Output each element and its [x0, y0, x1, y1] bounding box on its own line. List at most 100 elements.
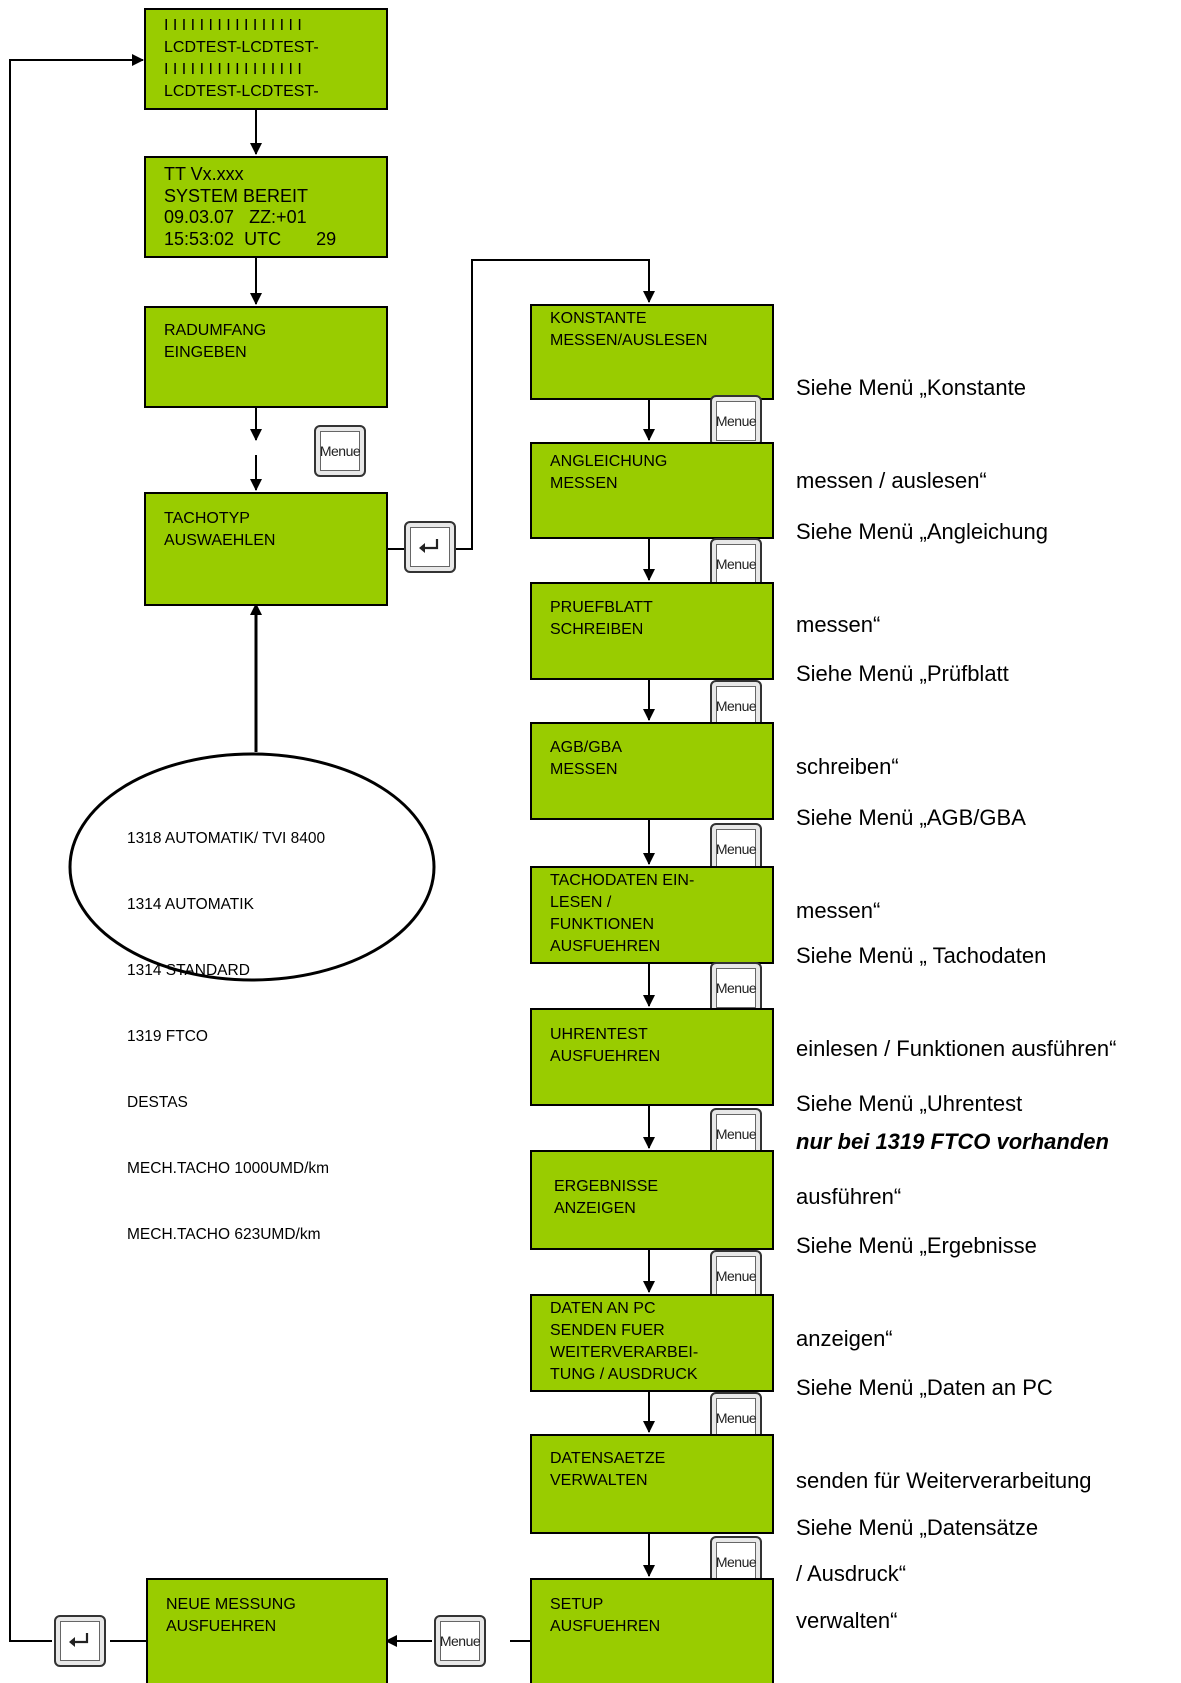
menu-5-line-4: AUSFUEHREN — [550, 938, 661, 955]
menu-5-line-1: TACHODATEN EIN- — [550, 872, 695, 889]
note-1-line-1: Siehe Menü „Konstante — [796, 375, 1026, 400]
note-9-line-1: Siehe Menü „Datensätze — [796, 1515, 1039, 1540]
menu-key-icon[interactable]: Menue — [314, 425, 366, 477]
menu-key-icon[interactable]: Menue — [710, 395, 762, 447]
note-agb-gba: Siehe Menü „AGB/GBA messen“ — [796, 740, 1026, 988]
menu-3-line-2: SCHREIBEN — [550, 621, 644, 638]
menu-8-line-2: SENDEN FUER — [550, 1322, 665, 1339]
screen-konstante: KONSTANTE MESSEN/AUSLESEN — [530, 304, 774, 400]
screen-agb-gba: AGB/GBA MESSEN — [530, 722, 774, 820]
screen-tachodaten: TACHODATEN EIN- LESEN / FUNKTIONEN AUSFU… — [530, 866, 774, 964]
menu-10-line-2: AUSFUEHREN — [550, 1618, 661, 1635]
menu-5-line-3: FUNKTIONEN — [550, 916, 654, 933]
menu-4-line-1: AGB/GBA — [550, 739, 623, 756]
tacho-type-ellipse — [68, 752, 436, 982]
tachotyp-line-1: TACHOTYP — [164, 510, 250, 527]
tacho-type-5[interactable]: DESTAS — [127, 1094, 188, 1111]
radumfang-line-1: RADUMFANG — [164, 322, 267, 339]
lcdtest-line-3: I I I I I I I I I I I I I I I I — [164, 61, 302, 78]
note-datensaetze: Siehe Menü „Datensätze verwalten“ — [796, 1450, 1038, 1683]
system-line-3: 09.03.07 ZZ:+01 — [164, 207, 307, 227]
note-8-line-1: Siehe Menü „Daten an PC — [796, 1375, 1053, 1400]
note-daten-an-pc: Siehe Menü „Daten an PC senden für Weite… — [796, 1310, 1092, 1651]
connector-return-loop — [9, 54, 144, 1642]
tacho-type-7[interactable]: MECH.TACHO 623UMD/km — [127, 1226, 321, 1243]
screen-ergebnisse: ERGEBNISSE ANZEIGEN — [530, 1150, 774, 1250]
tacho-type-3[interactable]: 1314 STANDARD — [127, 962, 250, 979]
screen-tachotyp: TACHOTYP AUSWAEHLEN — [144, 492, 388, 606]
note-7-line-1: Siehe Menü „Ergebnisse — [796, 1233, 1037, 1258]
screen-lcdtest: I I I I I I I I I I I I I I I I LCDTEST-… — [144, 8, 388, 110]
tacho-type-6[interactable]: MECH.TACHO 1000UMD/km — [127, 1160, 330, 1177]
screen-datensaetze: DATENSAETZE VERWALTEN — [530, 1434, 774, 1534]
note-3-line-2: schreiben“ — [796, 754, 899, 779]
tacho-type-2[interactable]: 1314 AUTOMATIK — [127, 896, 254, 913]
menu-4-line-2: MESSEN — [550, 761, 618, 778]
enter-key-icon[interactable] — [54, 1615, 106, 1667]
tacho-type-4[interactable]: 1319 FTCO — [127, 1028, 208, 1045]
screen-daten-an-pc: DATEN AN PC SENDEN FUER WEITERVERARBEI- … — [530, 1294, 774, 1392]
screen-angleichung: ANGLEICHUNG MESSEN — [530, 442, 774, 539]
menu-key-icon[interactable]: Menue — [710, 962, 762, 1014]
menu-9-line-2: VERWALTEN — [550, 1472, 648, 1489]
lcdtest-line-2: LCDTEST-LCDTEST- — [164, 39, 319, 56]
note-2-line-1: Siehe Menü „Angleichung — [796, 519, 1048, 544]
note-ergebnisse: Siehe Menü „Ergebnisse anzeigen“ — [796, 1168, 1037, 1416]
note-2-line-2: messen“ — [796, 612, 881, 637]
menu-6-line-1: UHRENTEST — [550, 1026, 648, 1043]
menu-8-line-4: TUNG / AUSDRUCK — [550, 1366, 698, 1383]
system-line-2: SYSTEM BEREIT — [164, 185, 309, 206]
lcdtest-line-1: I I I I I I I I I I I I I I I I — [164, 17, 302, 34]
screen-radumfang: RADUMFANG EINGEBEN — [144, 306, 388, 408]
note-5-line-2: einlesen / Funktionen ausführen“ — [796, 1036, 1117, 1061]
menu-7-line-1: ERGEBNISSE — [554, 1178, 659, 1195]
system-line-1: TT Vx.xxx — [164, 164, 244, 184]
screen-pruefblatt: PRUEFBLATT SCHREIBEN — [530, 582, 774, 680]
note-6-line-2: ausführen“ — [796, 1184, 902, 1209]
note-1-line-2: messen / auslesen“ — [796, 468, 987, 493]
menu-3-line-1: PRUEFBLATT — [550, 599, 653, 616]
screen-neue-messung: NEUE MESSUNG AUSFUEHREN — [146, 1578, 388, 1683]
note-7-line-2: anzeigen“ — [796, 1326, 893, 1351]
note-5-emphasis: nur bei 1319 FTCO vorhanden — [796, 1129, 1109, 1154]
menu-1-line-1: KONSTANTE — [550, 310, 647, 327]
menu-7-line-2: ANZEIGEN — [554, 1200, 636, 1217]
note-4-line-2: messen“ — [796, 898, 881, 923]
system-line-4: 15:53:02 UTC 29 — [164, 228, 337, 249]
screen-system-ready: TT Vx.xxx SYSTEM BEREIT 09.03.07 ZZ:+01 … — [144, 156, 388, 258]
menu-1-line-2: MESSEN/AUSLESEN — [550, 332, 708, 349]
menu-2-line-1: ANGLEICHUNG — [550, 453, 668, 470]
menu-9-line-1: DATENSAETZE — [550, 1450, 666, 1467]
note-4-line-1: Siehe Menü „AGB/GBA — [796, 805, 1026, 830]
neue-messung-line-2: AUSFUEHREN — [166, 1618, 277, 1635]
note-uhrentest: Siehe Menü „Uhrentest ausführen“ — [796, 1026, 1022, 1274]
screen-setup: SETUP AUSFUEHREN — [530, 1578, 774, 1683]
enter-arrow-icon — [419, 539, 439, 553]
connector-enter-to-konstante — [456, 259, 655, 550]
menu-8-line-3: WEITERVERARBEI- — [550, 1344, 699, 1361]
screen-uhrentest: UHRENTEST AUSFUEHREN — [530, 1008, 774, 1106]
menu-key-icon[interactable]: Menue — [434, 1615, 486, 1667]
note-3-line-1: Siehe Menü „Prüfblatt — [796, 661, 1009, 686]
menu-8-line-1: DATEN AN PC — [550, 1300, 656, 1317]
note-8-line-3: / Ausdruck“ — [796, 1561, 907, 1586]
menu-2-line-2: MESSEN — [550, 475, 618, 492]
note-pruefblatt: Siehe Menü „Prüfblatt schreiben“ — [796, 596, 1009, 844]
note-9-line-2: verwalten“ — [796, 1608, 898, 1633]
note-tachodaten: Siehe Menü „ Tachodaten einlesen / Funkt… — [796, 878, 1116, 1219]
radumfang-line-2: EINGEBEN — [164, 344, 247, 361]
note-5-line-1: Siehe Menü „ Tachodaten — [796, 943, 1047, 968]
note-konstante: Siehe Menü „Konstante messen / auslesen“ — [796, 310, 1026, 558]
menu-key-icon[interactable]: Menue — [710, 538, 762, 590]
note-6-line-1: Siehe Menü „Uhrentest — [796, 1091, 1023, 1116]
enter-arrow-icon — [69, 1633, 89, 1647]
menu-10-line-1: SETUP — [550, 1596, 604, 1613]
menu-5-line-2: LESEN / — [550, 894, 612, 911]
tacho-type-1[interactable]: 1318 AUTOMATIK/ TVI 8400 — [127, 830, 326, 847]
enter-key-icon[interactable] — [404, 521, 456, 573]
menu-6-line-2: AUSFUEHREN — [550, 1048, 661, 1065]
tachotyp-line-2: AUSWAEHLEN — [164, 532, 276, 549]
neue-messung-line-1: NEUE MESSUNG — [166, 1596, 296, 1613]
